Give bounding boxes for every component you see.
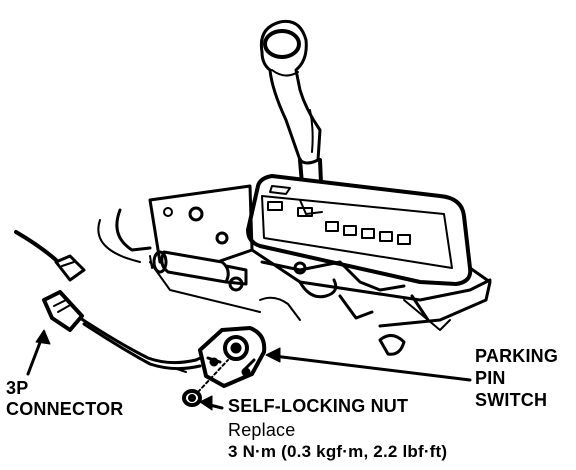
shift-lock-solenoid: [149, 250, 248, 292]
3p-connector: [42, 290, 84, 332]
nut-leader-arrow: [199, 395, 224, 411]
torque-spec: 3 N·m (0.3 kgf·m, 2.2 lbf·ft): [228, 442, 448, 461]
connector-label-line1: 3P: [6, 378, 29, 398]
switch-label-line3: SWITCH: [475, 390, 548, 410]
connector-label-line2: CONNECTOR: [6, 399, 124, 419]
self-locking-nut: [182, 359, 229, 407]
switch-label-line1: PARKING: [475, 346, 559, 366]
nut-label: SELF-LOCKING NUT: [228, 396, 409, 416]
detent-linkage: [259, 260, 430, 322]
switch-leader-arrow: [265, 347, 472, 382]
switch-label-line2: PIN: [475, 368, 506, 388]
parking-pin-switch: [198, 326, 267, 388]
connector-leader-arrow: [26, 329, 51, 376]
replace-note: Replace: [228, 420, 296, 440]
shift-knob: [259, 19, 322, 165]
